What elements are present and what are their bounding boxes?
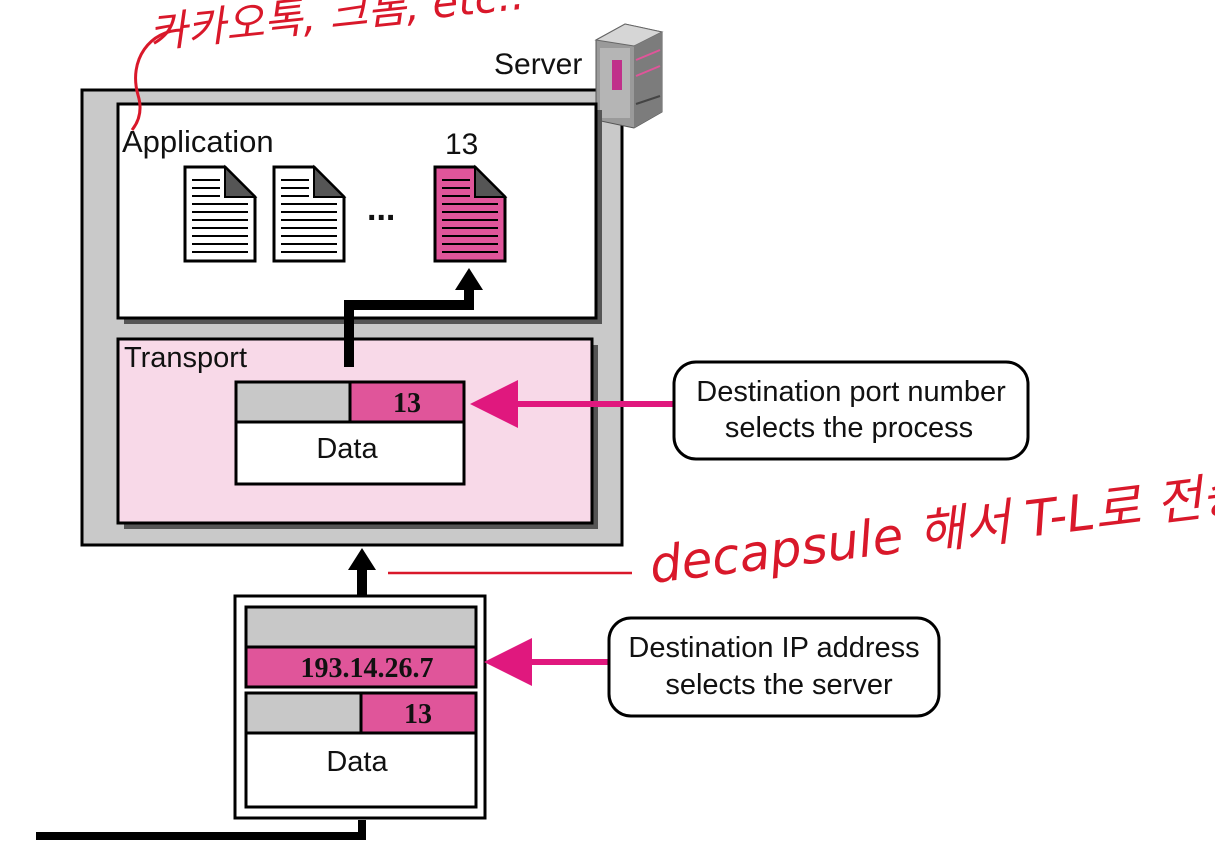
ip-callout-line-1: Destination IP address	[628, 632, 919, 664]
packet-data: Data	[326, 746, 388, 778]
packet-up-arrow-head	[348, 548, 376, 570]
ellipsis: ...	[367, 190, 395, 228]
application-port: 13	[445, 128, 478, 161]
selected-document-icon	[433, 164, 508, 263]
server-tower-icon	[594, 23, 664, 129]
server-label: Server	[494, 48, 582, 81]
transport-port: 13	[393, 388, 421, 419]
document-icon	[272, 164, 347, 263]
packet-ip: 193.14.26.7	[301, 653, 434, 684]
transport-label: Transport	[124, 342, 247, 374]
transport-data: Data	[316, 433, 378, 465]
port-callout-line-2: selects the process	[725, 412, 973, 444]
transport-segment	[234, 380, 466, 486]
port-callout-box	[672, 360, 1030, 461]
port-callout-line-1: Destination port number	[696, 376, 1006, 408]
application-layer	[116, 102, 598, 320]
ip-packet	[233, 594, 487, 820]
application-label: Application	[122, 124, 274, 159]
right-handwriting: decapsule 해서 T-L로 전송	[646, 464, 1215, 595]
top-handwriting: 카카오톡, 크롬, etc..	[146, 0, 526, 58]
document-icon	[183, 164, 258, 263]
ip-callout-line-2: selects the server	[665, 669, 893, 701]
ip-callout-box	[607, 616, 941, 718]
handwriting-bracket	[130, 28, 183, 131]
network-line	[36, 820, 366, 840]
delivery-arrow-head	[455, 268, 483, 290]
delivery-arrow	[344, 285, 474, 367]
packet-port: 13	[404, 699, 432, 730]
